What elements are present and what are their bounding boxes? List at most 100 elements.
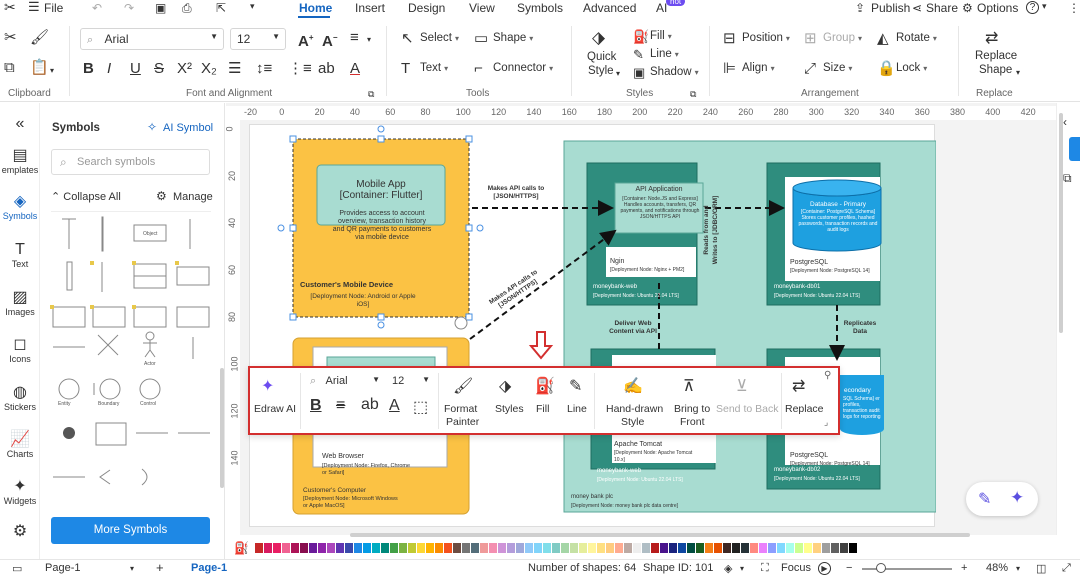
color-swatch[interactable] xyxy=(353,543,363,553)
line-pen-icon[interactable]: ✎ xyxy=(569,378,583,395)
tab-ai[interactable]: AI xyxy=(656,1,668,15)
fill-button[interactable]: Fill▾ xyxy=(650,30,672,42)
color-swatch[interactable] xyxy=(272,543,282,553)
share-icon[interactable]: ⋖ xyxy=(912,1,923,15)
color-swatch[interactable] xyxy=(677,543,687,553)
tab-symbols[interactable]: Symbols xyxy=(517,1,564,15)
color-swatch[interactable] xyxy=(452,543,462,553)
color-swatch[interactable] xyxy=(281,543,291,553)
nav-charts[interactable]: 📈Charts xyxy=(0,431,40,459)
replace-icon[interactable]: ⇄ xyxy=(792,378,806,395)
tab-view[interactable]: View xyxy=(469,1,495,15)
lock-button[interactable]: Lock▾ xyxy=(896,62,928,74)
file-menu[interactable]: File xyxy=(44,1,64,15)
nav-settings[interactable]: ⚙ xyxy=(0,523,40,541)
bring-front-label-2[interactable]: Front xyxy=(680,416,705,428)
color-swatch[interactable] xyxy=(731,543,741,553)
more-icon[interactable]: ⋮ xyxy=(1068,1,1080,15)
color-swatch[interactable] xyxy=(803,543,813,553)
panel-scrollbar[interactable] xyxy=(220,368,224,488)
drawing-page[interactable]: Mobile App [Container: Flutter] Provides… xyxy=(249,124,936,527)
properties-tab[interactable] xyxy=(1069,137,1080,161)
canvas-h-scrollbar[interactable] xyxy=(350,533,970,537)
decrease-font-icon[interactable]: A− xyxy=(322,33,338,50)
cut-icon[interactable]: ✂ xyxy=(4,29,17,46)
edraw-ai-icon[interactable]: ✦ xyxy=(261,378,275,395)
color-swatch[interactable] xyxy=(389,543,399,553)
layers-icon[interactable]: ⧉ xyxy=(1063,171,1072,185)
bring-front-label-1[interactable]: Bring to xyxy=(674,403,711,415)
bring-front-icon[interactable]: ⊼ xyxy=(683,378,695,395)
color-swatch[interactable] xyxy=(776,543,786,553)
color-swatch[interactable] xyxy=(533,543,543,553)
layers-icon[interactable]: ◈ xyxy=(724,563,733,575)
help-dropdown-icon[interactable]: ▾ xyxy=(1042,1,1047,11)
styles-button[interactable]: Styles xyxy=(495,403,524,415)
page-dropdown-icon[interactable]: ▾ xyxy=(130,564,135,573)
color-swatch[interactable] xyxy=(641,543,651,553)
color-swatch[interactable] xyxy=(614,543,624,553)
color-swatch[interactable] xyxy=(344,543,354,553)
nav-widgets[interactable]: ✦Widgets xyxy=(0,478,40,506)
color-swatch[interactable] xyxy=(767,543,777,553)
strikethrough-icon[interactable]: S xyxy=(154,60,165,77)
text-button[interactable]: Text▾ xyxy=(420,62,449,74)
gear-icon[interactable]: ⚙ xyxy=(962,1,973,15)
options-button[interactable]: Options xyxy=(977,1,1019,15)
bullet-list-icon[interactable]: ☰ xyxy=(228,60,242,77)
color-swatch[interactable] xyxy=(488,543,498,553)
color-swatch[interactable] xyxy=(299,543,309,553)
color-swatch[interactable] xyxy=(398,543,408,553)
list-icon[interactable]: ⋮≡ xyxy=(288,60,312,77)
shadow-button[interactable]: Shadow▾ xyxy=(650,66,699,78)
font-color-icon[interactable]: A xyxy=(350,60,361,77)
api-application-container[interactable] xyxy=(614,182,704,234)
color-swatch[interactable] xyxy=(794,543,804,553)
color-swatch[interactable] xyxy=(740,543,750,553)
collapse-panel-button[interactable]: « xyxy=(0,115,40,133)
float-font-select[interactable]: ⌕ Arial ▼ xyxy=(310,373,380,393)
color-swatch[interactable] xyxy=(551,543,561,553)
nav-images[interactable]: ▨Images xyxy=(0,289,40,317)
line-spacing-icon[interactable]: ↕≡ xyxy=(256,60,273,77)
bold-icon[interactable]: B xyxy=(310,397,322,414)
color-swatch[interactable] xyxy=(758,543,768,553)
hamburger-menu-icon[interactable]: ☰ xyxy=(28,0,40,14)
ai-symbol-icon[interactable]: ✧ xyxy=(147,120,158,134)
tab-design[interactable]: Design xyxy=(408,1,446,15)
color-swatch[interactable] xyxy=(578,543,588,553)
replace-shape-label-2[interactable]: Shape xyxy=(979,64,1013,76)
zoom-slider-track[interactable] xyxy=(862,568,952,570)
color-swatch[interactable] xyxy=(560,543,570,553)
underline-icon[interactable]: U xyxy=(130,60,141,77)
more-symbols-button[interactable]: More Symbols xyxy=(51,517,210,544)
hand-drawn-label-1[interactable]: Hand-drawn xyxy=(606,403,664,415)
shape-button[interactable]: Shape▾ xyxy=(493,32,534,44)
zoom-out-button[interactable]: − xyxy=(846,562,853,574)
size-button[interactable]: Size▾ xyxy=(823,62,853,74)
align-dropdown-icon[interactable]: ▾ xyxy=(367,35,372,44)
quick-style-label-1[interactable]: Quick xyxy=(587,51,617,63)
color-swatch[interactable] xyxy=(254,543,264,553)
undo-icon[interactable]: ↶ xyxy=(92,1,103,15)
resize-grip-icon[interactable]: ⌟ xyxy=(824,417,829,427)
add-page-button[interactable]: + xyxy=(156,560,164,575)
tab-advanced[interactable]: Advanced xyxy=(583,1,637,15)
color-swatch[interactable] xyxy=(497,543,507,553)
replace-dropdown-icon[interactable]: ▾ xyxy=(1016,68,1021,77)
color-swatch[interactable] xyxy=(362,543,372,553)
export-icon[interactable]: ⇱ xyxy=(216,1,227,15)
color-swatch[interactable] xyxy=(263,543,273,553)
replace-shape-label-1[interactable]: Replace xyxy=(975,50,1018,62)
color-swatch[interactable] xyxy=(416,543,426,553)
format-painter-icon[interactable]: 🖌 xyxy=(453,378,474,395)
zoom-in-button[interactable]: + xyxy=(961,562,968,574)
save-icon[interactable]: ▣ xyxy=(155,1,167,15)
fill-button[interactable]: Fill xyxy=(536,403,550,415)
manage-button[interactable]: Manage xyxy=(173,191,213,203)
ai-symbol-button[interactable]: AI Symbol xyxy=(163,122,214,134)
quick-style-label-2[interactable]: Style xyxy=(588,65,614,77)
share-button[interactable]: Share xyxy=(926,1,959,15)
print-icon[interactable]: ⎙ xyxy=(182,1,192,15)
color-swatch[interactable] xyxy=(830,543,840,553)
